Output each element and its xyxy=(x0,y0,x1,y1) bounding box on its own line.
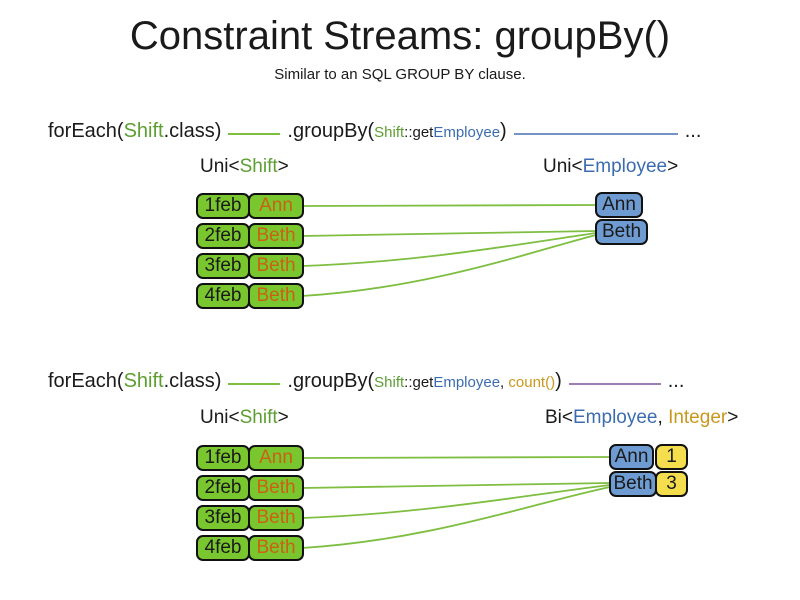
code1-arg-method: ::get xyxy=(404,124,434,141)
label-suffix: > xyxy=(667,156,679,177)
shift-date-box: 3feb xyxy=(196,253,250,279)
code1-foreach: forEach( xyxy=(48,120,124,142)
shift-date-box: 4feb xyxy=(196,283,250,309)
group-employee-box: Ann xyxy=(595,192,643,218)
code-line-1: forEach(Shift.class) .groupBy(Shift::get… xyxy=(48,118,701,146)
connection-line xyxy=(301,456,611,459)
label-prefix: Uni< xyxy=(200,407,240,428)
connection-line xyxy=(301,204,597,207)
label-type: Shift xyxy=(239,156,278,177)
section2-right-type-label: Bi<Employee, Integer> xyxy=(545,407,738,429)
connection-line xyxy=(301,482,611,489)
connection-line xyxy=(301,234,597,297)
shift-date-box: 2feb xyxy=(196,223,250,249)
connection-line xyxy=(301,230,597,237)
label-prefix: Uni< xyxy=(200,156,240,177)
section2-left-type-label: Uni<Shift> xyxy=(200,407,289,429)
code1-arg-type: Shift xyxy=(374,124,405,141)
label-type: Integer xyxy=(668,407,728,428)
section1-left-type-label: Uni<Shift> xyxy=(200,156,289,178)
shift-employee-box: Ann xyxy=(248,445,304,471)
label-suffix: > xyxy=(727,407,739,428)
label-separator: , xyxy=(657,407,669,428)
code2-arg-return: Employee xyxy=(433,374,501,391)
code2-class-suffix: .class) xyxy=(163,370,222,392)
code2-groupby: .groupBy( xyxy=(287,370,375,392)
shift-employee-box: Beth xyxy=(248,475,304,501)
label-suffix: > xyxy=(277,156,289,177)
section1-right-type-label: Uni<Employee> xyxy=(543,156,678,178)
shift-date-box: 1feb xyxy=(196,193,250,219)
label-type: Employee xyxy=(582,156,668,177)
shift-date-box: 3feb xyxy=(196,505,250,531)
shift-date-box: 4feb xyxy=(196,535,250,561)
connection-line xyxy=(301,486,611,549)
connection-line xyxy=(301,484,611,519)
uni-shift-stream-line xyxy=(228,132,281,135)
code1-groupby: .groupBy( xyxy=(287,120,375,142)
uni-employee-stream-line xyxy=(513,132,678,135)
code1-shift-type: Shift xyxy=(123,120,164,142)
code1-close-paren: ) xyxy=(500,120,507,142)
code1-arg-return: Employee xyxy=(433,124,501,141)
code2-foreach: forEach( xyxy=(48,370,124,392)
code2-comma: , xyxy=(500,374,509,391)
shift-employee-box: Beth xyxy=(248,253,304,279)
group-employee-box: Ann xyxy=(609,444,654,470)
code2-arg-method: ::get xyxy=(404,374,434,391)
group-employee-box: Beth xyxy=(609,471,657,497)
group-count-box: 3 xyxy=(655,471,688,497)
code2-close-paren: ) xyxy=(555,370,562,392)
code1-class-suffix: .class) xyxy=(163,120,222,142)
group-count-box: 1 xyxy=(655,444,688,470)
bi-stream-line xyxy=(568,382,661,385)
label-prefix: Uni< xyxy=(543,156,583,177)
shift-employee-box: Beth xyxy=(248,223,304,249)
code2-ellipsis: ... xyxy=(667,370,685,392)
code2-arg-type: Shift xyxy=(374,374,405,391)
label-prefix: Bi< xyxy=(545,407,573,428)
code1-ellipsis: ... xyxy=(684,120,702,142)
label-type: Shift xyxy=(239,407,278,428)
code-line-2: forEach(Shift.class) .groupBy(Shift::get… xyxy=(48,368,684,396)
connection-line xyxy=(301,232,597,267)
shift-employee-box: Ann xyxy=(248,193,304,219)
shift-employee-box: Beth xyxy=(248,535,304,561)
uni-shift-stream-line xyxy=(228,382,281,385)
shift-date-box: 1feb xyxy=(196,445,250,471)
label-type: Employee xyxy=(573,407,658,428)
label-suffix: > xyxy=(277,407,289,428)
shift-date-box: 2feb xyxy=(196,475,250,501)
code2-count-call: count() xyxy=(508,374,556,391)
code2-shift-type: Shift xyxy=(123,370,164,392)
shift-employee-box: Beth xyxy=(248,505,304,531)
shift-employee-box: Beth xyxy=(248,283,304,309)
group-employee-box: Beth xyxy=(595,219,648,245)
slide-title: Constraint Streams: groupBy() xyxy=(129,14,671,58)
slide-subtitle: Similar to an SQL GROUP BY clause. xyxy=(274,66,526,83)
